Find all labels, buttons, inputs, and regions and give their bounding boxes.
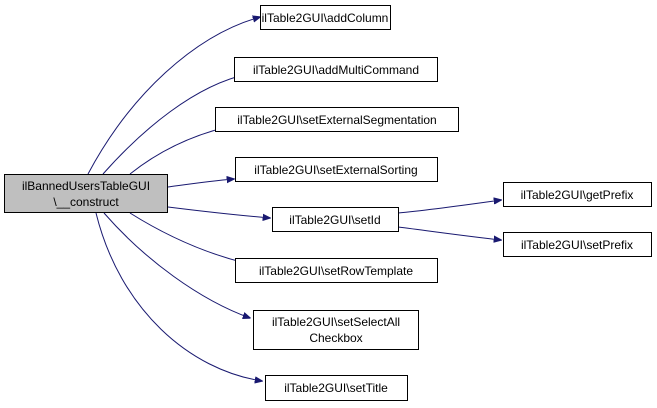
node-root-line2: \__construct	[53, 195, 119, 209]
node-set-select-all-checkbox-line1: ilTable2GUI\setSelectAll	[272, 315, 400, 329]
node-add-column-box	[260, 5, 391, 30]
edge-construct-to-addcolumn	[87, 17, 260, 175]
node-set-row-template-box	[235, 258, 438, 283]
node-root-line1: ilBannedUsersTableGUI	[22, 179, 150, 193]
node-set-external-sorting-box	[235, 157, 438, 182]
node-set-id-label: ilTable2GUI\setId	[289, 213, 380, 227]
node-set-select-all-checkbox-line2: Checkbox	[309, 331, 362, 345]
edges	[87, 17, 501, 381]
edge-construct-to-settitle	[95, 212, 262, 381]
node-set-id[interactable]: ilTable2GUI\setId	[272, 207, 399, 232]
edge-construct-to-setselectall	[103, 212, 250, 318]
node-root-box	[4, 174, 168, 213]
node-get-prefix-label: ilTable2GUI\getPrefix	[521, 188, 634, 202]
node-set-external-segmentation-box	[215, 107, 459, 132]
node-set-title[interactable]: ilTable2GUI\setTitle	[265, 375, 408, 401]
node-get-prefix[interactable]: ilTable2GUI\getPrefix	[503, 182, 652, 207]
node-set-row-template[interactable]: ilTable2GUI\setRowTemplate	[235, 258, 438, 283]
node-set-external-sorting-label: ilTable2GUI\setExternalSorting	[254, 163, 417, 177]
node-add-multi-command[interactable]: ilTable2GUI\addMultiCommand	[234, 57, 438, 82]
node-set-external-segmentation[interactable]: ilTable2GUI\setExternalSegmentation	[215, 107, 459, 132]
edge-construct-to-setexternalsorting	[167, 179, 234, 188]
edge-construct-to-addmulticommand	[102, 74, 248, 175]
node-set-row-template-label: ilTable2GUI\setRowTemplate	[259, 264, 413, 278]
node-set-title-label: ilTable2GUI\setTitle	[284, 381, 388, 395]
node-set-external-segmentation-label: ilTable2GUI\setExternalSegmentation	[237, 113, 436, 127]
node-set-select-all-checkbox-box	[253, 310, 419, 350]
node-set-select-all-checkbox[interactable]: ilTable2GUI\setSelectAll Checkbox	[253, 310, 419, 350]
node-add-multi-command-box	[234, 57, 438, 82]
edge-setid-to-getprefix	[397, 200, 501, 214]
edge-construct-to-setid	[167, 206, 270, 218]
edge-construct-to-setrowtemplate	[129, 212, 245, 263]
node-add-column-label: ilTable2GUI\addColumn	[262, 11, 389, 25]
node-add-multi-command-label: ilTable2GUI\addMultiCommand	[253, 63, 419, 77]
node-add-column[interactable]: ilTable2GUI\addColumn	[260, 5, 391, 30]
node-set-external-sorting[interactable]: ilTable2GUI\setExternalSorting	[235, 157, 438, 182]
edge-setid-to-setprefix	[397, 226, 501, 240]
node-root[interactable]: ilBannedUsersTableGUI \__construct	[4, 174, 168, 213]
node-set-prefix-label: ilTable2GUI\setPrefix	[521, 238, 633, 252]
node-set-title-box	[265, 375, 408, 401]
node-set-prefix-box	[503, 232, 652, 257]
node-set-prefix[interactable]: ilTable2GUI\setPrefix	[503, 232, 652, 257]
node-set-id-box	[272, 207, 399, 232]
node-get-prefix-box	[503, 182, 652, 207]
